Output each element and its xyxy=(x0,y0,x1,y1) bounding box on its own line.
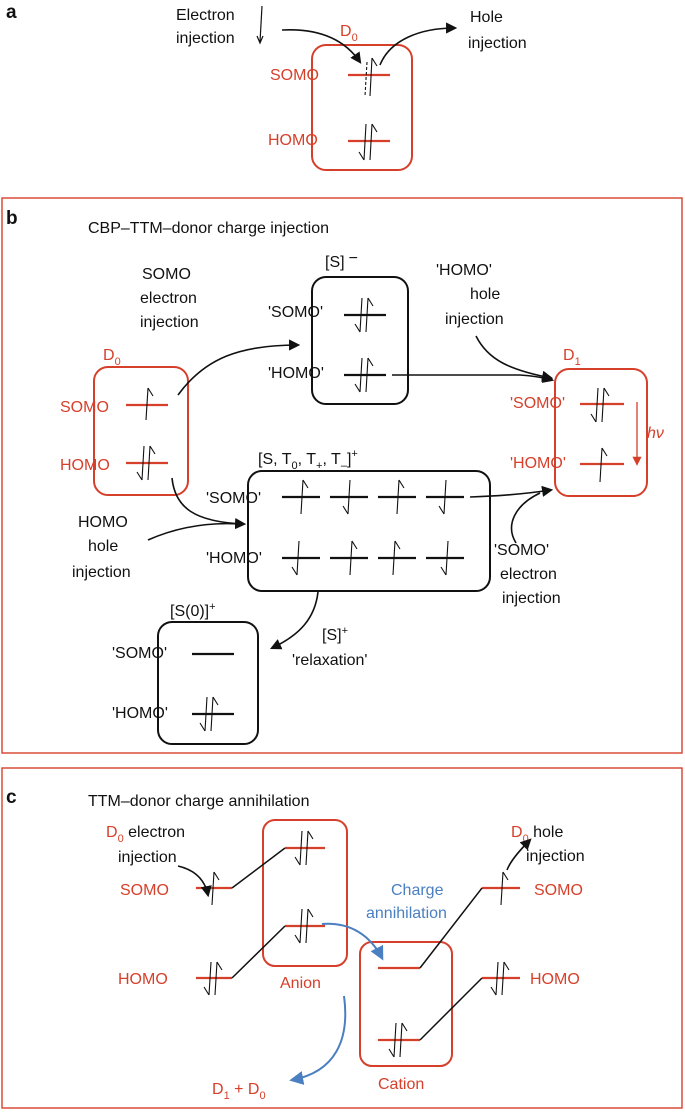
b-arrow-homo-hole-injection xyxy=(147,522,241,541)
b-homo-hi-line3: injection xyxy=(72,564,131,581)
c-link-cation-somo xyxy=(419,887,483,969)
b-s0-homo-label: 'HOMO' xyxy=(112,705,168,722)
homo-spin-up xyxy=(369,123,373,161)
b-cation-box xyxy=(247,470,491,592)
b-arrow-qhomo-hole-injection xyxy=(475,335,554,382)
b-arrow-anion-to-d1 xyxy=(392,372,555,383)
b-cation-somo-label: 'SOMO' xyxy=(206,490,261,507)
c-charge-annihilation-line2: annihilation xyxy=(366,905,447,922)
b-arrow-relaxation xyxy=(269,591,319,650)
c-product-label: D1 + D0 xyxy=(212,1081,266,1102)
c-annihilation-arrow xyxy=(321,922,384,961)
c-d0-ei-line1: D0 electron xyxy=(106,824,185,845)
b-s0-label: [S(0)]+ xyxy=(170,601,216,620)
b-s0-somo-label: 'SOMO' xyxy=(112,645,167,662)
b-somo-ei-line3: injection xyxy=(140,314,199,331)
panel-b-title: CBP–TTM–donor charge injection xyxy=(88,220,329,237)
b-s0-box xyxy=(157,621,259,745)
b-d0-label: D0 xyxy=(103,347,121,368)
spin-down-dashed xyxy=(364,61,368,97)
b-relax-label-line2: 'relaxation' xyxy=(292,652,367,669)
hole-injection-label-line2: injection xyxy=(468,35,527,52)
c-charge-annihilation-line1: Charge xyxy=(391,882,444,899)
b-anion-somo-label: 'SOMO' xyxy=(268,304,323,321)
spin-up-arrow xyxy=(369,57,373,97)
c-d0-hi-line1: D0 hole xyxy=(511,824,563,845)
b-d1-label: D1 xyxy=(563,347,581,368)
b-cation-label: [S, T0, T+, T–]+ xyxy=(258,448,358,472)
b-relax-label-line1: [S]+ xyxy=(322,625,348,644)
d0-box xyxy=(311,44,413,171)
electron-injection-arrow xyxy=(281,29,362,64)
homo-label: HOMO xyxy=(268,132,318,149)
c-left-somo-label: SOMO xyxy=(120,882,169,899)
b-arrow-cation-to-d1 xyxy=(469,485,554,498)
d0-label: D0 xyxy=(340,23,358,44)
b-d1-somo-label: 'SOMO' xyxy=(510,395,565,412)
b-d0-homo-label: HOMO xyxy=(60,457,110,474)
electron-injection-label-line2: injection xyxy=(176,30,235,47)
panel-b-letter: b xyxy=(6,208,18,229)
b-d0-box xyxy=(93,366,189,496)
b-cation-somo-spins xyxy=(300,479,447,515)
b-qsomo-ei-line1: 'SOMO' xyxy=(494,542,549,559)
panel-a-letter: a xyxy=(6,2,17,23)
hole-injection-label-line1: Hole xyxy=(470,9,503,26)
b-d0-somo-label: SOMO xyxy=(60,399,109,416)
electron-injection-label-line1: Electron xyxy=(176,7,235,24)
b-qsomo-ei-line3: injection xyxy=(502,590,561,607)
b-homo-hi-line2: hole xyxy=(88,538,118,555)
c-link-somo-anion xyxy=(231,847,286,889)
c-d0-hi-line2: injection xyxy=(526,848,585,865)
hole-injection-arrow xyxy=(379,22,458,66)
panel-b: b CBP–TTM–donor charge injection D0 SOMO… xyxy=(1,197,683,754)
b-arrow-qsomo-electron-injection xyxy=(510,492,541,544)
panel-c: c TTM–donor charge annihilation D0 elect… xyxy=(1,767,683,1109)
b-cation-homo-label: 'HOMO' xyxy=(206,550,262,567)
b-arrow-d0-to-anion xyxy=(177,339,301,396)
c-left-homo-label: HOMO xyxy=(118,971,168,988)
panel-c-frame xyxy=(1,767,683,1109)
c-d0-ei-line2: injection xyxy=(118,849,177,866)
c-cation-box xyxy=(359,941,453,1067)
c-hole-injection-arrow xyxy=(506,838,532,871)
c-anion-box xyxy=(262,819,348,967)
b-somo-ei-line1: SOMO xyxy=(142,266,191,283)
c-cation-label: Cation xyxy=(378,1076,424,1093)
c-right-homo-label: HOMO xyxy=(530,971,580,988)
panel-b-frame xyxy=(1,197,683,754)
b-qhomo-hi-line1: 'HOMO' xyxy=(436,262,492,279)
b-homo-hi-line1: HOMO xyxy=(78,514,128,531)
b-d1-box xyxy=(554,368,648,497)
b-qsomo-ei-line2: electron xyxy=(500,566,557,583)
b-qhomo-hi-line3: injection xyxy=(445,311,504,328)
panel-a: a Electron injection Hole injection D0 S… xyxy=(6,2,527,171)
homo-spin-down xyxy=(363,123,367,161)
b-qhomo-hi-line2: hole xyxy=(470,286,500,303)
b-cation-homo-spins xyxy=(291,540,449,576)
c-product-arrow xyxy=(289,995,347,1085)
panel-c-title: TTM–donor charge annihilation xyxy=(88,793,309,810)
c-electron-injection-arrow xyxy=(177,865,212,898)
b-anion-label: [S]− xyxy=(325,250,358,271)
b-anion-box xyxy=(311,276,409,405)
electron-down-arrow-head xyxy=(256,35,264,45)
electron-down-arrow xyxy=(259,5,263,43)
panel-c-letter: c xyxy=(6,787,17,808)
c-anion-label: Anion xyxy=(280,975,321,992)
b-somo-ei-line2: electron xyxy=(140,290,197,307)
hv-label: hν xyxy=(647,425,664,442)
b-anion-homo-label: 'HOMO' xyxy=(268,365,324,382)
c-right-somo-label: SOMO xyxy=(534,882,583,899)
somo-label: SOMO xyxy=(270,67,319,84)
c-link-homo-anion xyxy=(231,925,286,979)
b-d1-homo-label: 'HOMO' xyxy=(510,455,566,472)
c-link-cation-homo xyxy=(419,977,483,1041)
